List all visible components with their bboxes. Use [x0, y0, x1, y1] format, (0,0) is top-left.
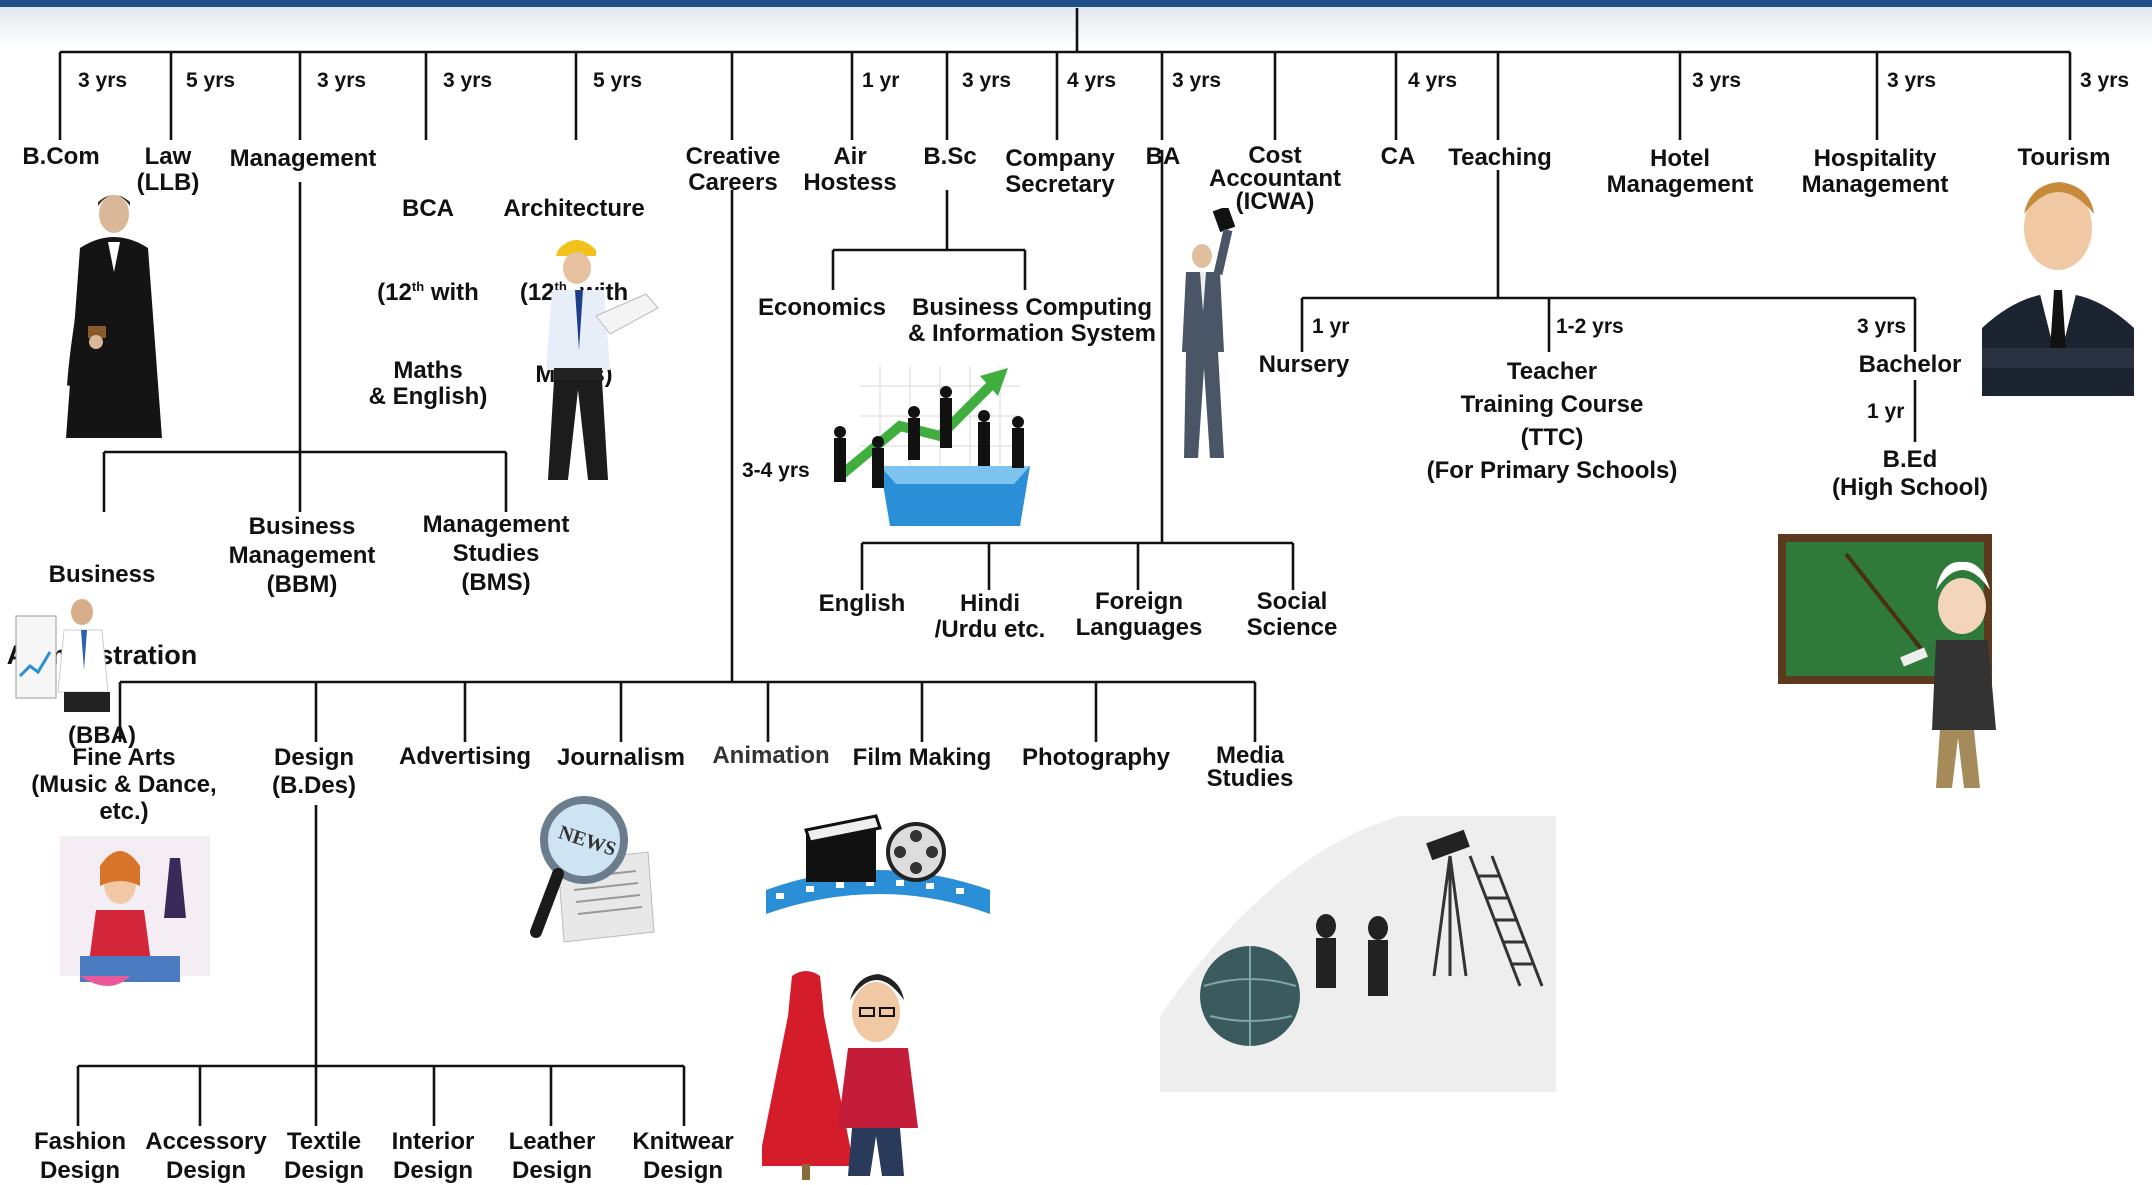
fine-arts-illustration [60, 836, 210, 986]
duration-nursery: 1 yr [1312, 315, 1350, 338]
duration-hotel-management: 3 yrs [1692, 69, 1742, 92]
node-textile-design: Textile Design [283, 1128, 365, 1184]
teaching-branches [1300, 170, 1917, 442]
node-fine-arts: Fine Arts (Music & Dance, etc.) [31, 744, 217, 825]
duration-company-secretary: 4 yrs [1067, 69, 1117, 92]
top-drops [58, 52, 2072, 140]
node-cost-accountant: Cost Accountant (ICWA) [1209, 142, 1341, 215]
node-bed: B.Ed (High School) [1832, 446, 1988, 501]
duration-bachelor: 3 yrs [1857, 315, 1907, 338]
lawyer-illustration [66, 195, 162, 438]
node-bca: BCA (12th with Maths & English) [369, 144, 488, 462]
node-ttc: Teacher Training Course (TTC) (For Prima… [1426, 358, 1678, 484]
node-hotel-management: Hotel Management [1606, 145, 1754, 198]
node-fashion-design: Fashion Design [33, 1128, 127, 1184]
duration-bed: 1 yr [1867, 400, 1905, 423]
business-growth-illustration [834, 366, 1030, 526]
root-connector [60, 8, 2070, 54]
node-law: Law (LLB) [136, 143, 200, 196]
node-social-science: Social Science [1246, 588, 1338, 641]
node-bsc: B.Sc [923, 143, 977, 170]
node-business-computing: Business Computing & Information System [907, 294, 1157, 347]
ba-branches [860, 150, 1295, 590]
duration-air-hostess: 1 yr [862, 69, 900, 92]
bba-line1: Business [48, 561, 156, 588]
node-foreign-languages: Foreign Languages [1075, 588, 1203, 641]
duration-tourism: 3 yrs [2080, 69, 2130, 92]
node-bms: Management Studies (BMS) [422, 511, 570, 596]
node-company-secretary: Company Secretary [1005, 145, 1115, 198]
duration-bsc: 3 yrs [962, 69, 1012, 92]
node-journalism: Journalism [556, 744, 686, 771]
arch-line2-pre: (12 [519, 279, 555, 306]
node-air-hostess: Air Hostess [803, 143, 897, 196]
duration-hospitality: 3 yrs [1887, 69, 1937, 92]
node-interior-design: Interior Design [391, 1128, 475, 1184]
node-hindi: Hindi /Urdu etc. [934, 590, 1046, 643]
presenter-illustration [15, 599, 110, 712]
node-leather-design: Leather Design [508, 1128, 596, 1184]
node-hospitality-management: Hospitality Management [1801, 145, 1949, 198]
bca-superscript: th [411, 279, 425, 294]
duration-bca: 3 yrs [443, 69, 493, 92]
duration-ba: 3 yrs [1172, 69, 1222, 92]
bsc-branches [831, 190, 1027, 290]
node-english: English [818, 590, 906, 617]
bba-line3: (BBA) [68, 722, 136, 749]
node-accessory-design: Accessory Design [145, 1128, 267, 1184]
node-bachelor: Bachelor [1858, 351, 1962, 378]
architect-illustration [546, 240, 659, 480]
node-creative-careers: Creative Careers [685, 143, 781, 196]
node-economics: Economics [757, 294, 887, 321]
animation-film-illustration [766, 814, 990, 914]
tourism-businessman-illustration [1982, 182, 2134, 396]
bca-line2: (12th with [369, 274, 488, 306]
top-bar [0, 0, 2152, 7]
management-branches [102, 182, 508, 512]
bca-line2-pre: (12 [377, 279, 412, 306]
node-bbm: Business Management (BBM) [228, 513, 376, 598]
ba-graduate-illustration [1182, 208, 1236, 458]
duration-management: 3 yrs [317, 69, 367, 92]
node-ba: BA [1145, 143, 1181, 170]
node-knitwear-design: Knitwear Design [632, 1128, 734, 1184]
creative-branches [118, 190, 1257, 742]
bca-line3: Maths & English) [368, 357, 488, 410]
duration-bcom: 3 yrs [78, 69, 128, 92]
node-tourism: Tourism [2017, 144, 2111, 171]
node-animation: Animation [712, 742, 830, 769]
photography-studio-illustration [1160, 816, 1556, 1092]
duration-law: 5 yrs [186, 69, 236, 92]
duration-bsc-sub: 3-4 yrs [742, 459, 810, 482]
teacher-blackboard-illustration [1778, 534, 1996, 788]
fashion-designer-illustration [762, 971, 918, 1180]
duration-ttc: 1-2 yrs [1556, 315, 1624, 338]
journalism-news-illustration: NEWS [530, 796, 655, 943]
node-photography: Photography [1022, 744, 1170, 771]
node-teaching: Teaching [1448, 144, 1552, 171]
node-advertising: Advertising [398, 743, 532, 770]
duration-ca: 4 yrs [1408, 69, 1458, 92]
node-bcom: B.Com [22, 143, 100, 170]
node-design: Design (B.Des) [271, 744, 357, 799]
arch-line1: Architecture [503, 195, 645, 222]
bca-line1: BCA [401, 195, 454, 222]
node-management: Management [229, 145, 377, 172]
duration-architecture: 5 yrs [593, 69, 643, 92]
node-ca: CA [1380, 143, 1416, 170]
node-media-studies: Media Studies [1206, 742, 1294, 792]
node-nursery: Nursery [1258, 351, 1350, 378]
design-branches [76, 805, 686, 1126]
bca-line2-post: with [424, 279, 479, 306]
node-film-making: Film Making [852, 744, 992, 771]
